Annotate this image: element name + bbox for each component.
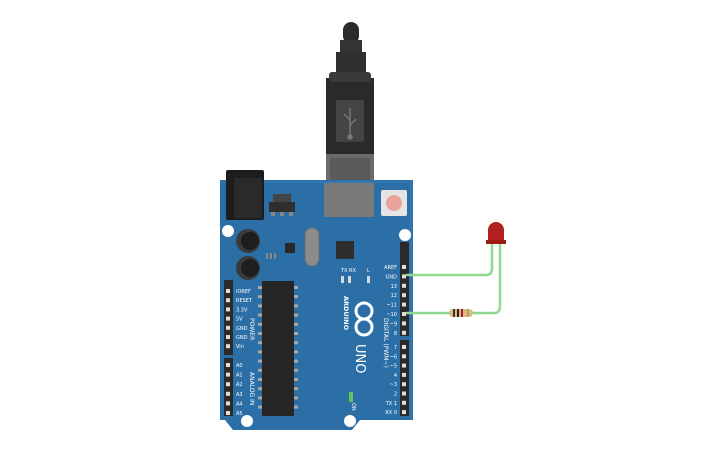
- pin-label: GND: [236, 335, 248, 341]
- red-led[interactable]: [486, 222, 506, 244]
- header-pin[interactable]: [226, 363, 230, 367]
- pin-label: ~9: [390, 321, 397, 327]
- mounting-hole: [241, 415, 253, 427]
- pin-label: 2: [394, 392, 397, 398]
- header-pin[interactable]: [402, 400, 406, 405]
- header-pin[interactable]: [402, 283, 406, 288]
- pin-label: ~3: [390, 382, 397, 388]
- svg-text:POWER: POWER: [248, 318, 255, 340]
- header-pin[interactable]: [402, 274, 406, 279]
- header-pin[interactable]: [226, 382, 230, 387]
- pin-label: RX 0: [385, 410, 397, 416]
- pin-label: A1: [236, 373, 243, 379]
- header-pin[interactable]: [402, 265, 406, 269]
- header-pin[interactable]: [402, 302, 406, 307]
- header-pin[interactable]: [226, 298, 230, 303]
- header-pin[interactable]: [226, 307, 230, 312]
- pin-label: 8: [394, 331, 397, 337]
- microcontroller-chip: [258, 281, 298, 416]
- header-pin[interactable]: [226, 391, 230, 396]
- tx-led: TX: [340, 268, 348, 283]
- digital-header-bottom[interactable]: 7 ~6 ~5 4 ~3 2 TX 1 RX 0: [385, 340, 409, 416]
- header-pin[interactable]: [402, 410, 406, 415]
- pin-label: 4: [394, 373, 397, 379]
- wire-gnd[interactable]: [406, 242, 494, 277]
- pin-label: 12: [391, 293, 397, 299]
- header-pin[interactable]: [402, 354, 406, 359]
- power-jack: [226, 170, 264, 220]
- header-pin[interactable]: [402, 312, 406, 316]
- pin-label: ~6: [390, 354, 397, 360]
- header-pin[interactable]: [402, 382, 406, 387]
- mounting-hole: [344, 415, 356, 427]
- usb-chip: [336, 241, 354, 259]
- pin-label: Vin: [236, 344, 244, 350]
- header-pin[interactable]: [402, 372, 406, 377]
- pin-label: ~5: [390, 364, 397, 370]
- pin-label: AREF: [384, 265, 397, 271]
- header-pin[interactable]: [402, 330, 406, 335]
- header-pin[interactable]: [402, 391, 406, 396]
- header-pin[interactable]: [226, 372, 230, 377]
- capacitor: [236, 256, 260, 280]
- svg-text:TX: TX: [340, 268, 348, 274]
- pin-label: A4: [236, 401, 243, 407]
- header-pin[interactable]: [226, 316, 230, 321]
- header-pin[interactable]: [226, 335, 230, 339]
- model-text: UNO: [352, 344, 367, 373]
- wire-pin10[interactable]: [406, 242, 502, 315]
- crystal-oscillator: [304, 227, 320, 267]
- svg-text:ON: ON: [350, 403, 356, 411]
- usb-port: [324, 183, 374, 217]
- header-pin[interactable]: [402, 293, 406, 298]
- pin-label: 5V: [236, 317, 243, 323]
- pin-label: ~11: [386, 303, 397, 309]
- pin-label: A0: [236, 363, 243, 369]
- diode: [285, 243, 295, 253]
- power-header[interactable]: IOREF RESET 3.3V 5V GND GND Vin POWER: [224, 280, 255, 355]
- reset-button[interactable]: [381, 190, 407, 216]
- pin-label: GND: [386, 274, 398, 280]
- resistor-array: [266, 253, 276, 259]
- digital-header-top[interactable]: AREF GND 13 12 ~11 ~10 ~9 8: [384, 242, 409, 337]
- pin-label: A2: [236, 382, 243, 388]
- svg-text:L: L: [367, 268, 370, 274]
- mounting-hole: [399, 229, 411, 241]
- pin-label: IOREF: [236, 289, 251, 295]
- resistor[interactable]: [449, 309, 473, 317]
- pin-label: GND: [236, 326, 248, 332]
- header-pin[interactable]: [402, 363, 406, 368]
- pin-label: 7: [394, 345, 397, 351]
- header-pin[interactable]: [226, 344, 230, 349]
- brand-text: ARDUINO: [342, 296, 350, 331]
- capacitor: [236, 229, 260, 253]
- header-pin[interactable]: [226, 325, 230, 330]
- rx-led: RX: [348, 268, 356, 283]
- header-pin[interactable]: [226, 289, 230, 293]
- arduino-board[interactable]: TX RX L ARDUINO UNO ON IOREF: [220, 170, 413, 430]
- voltage-regulator: [269, 194, 295, 216]
- header-pin[interactable]: [402, 345, 406, 349]
- svg-text:ANALOG IN: ANALOG IN: [248, 372, 255, 405]
- header-pin[interactable]: [226, 411, 230, 415]
- pin-label: A5: [236, 411, 243, 417]
- header-pin[interactable]: [226, 401, 230, 406]
- pin-label: ~10: [386, 312, 397, 318]
- pin-label: A3: [236, 392, 243, 398]
- l-led: L: [367, 268, 370, 283]
- digital-header-label: DIGITAL (PWM~): [382, 318, 389, 368]
- pin-label: 13: [391, 284, 397, 290]
- usb-logo-icon: [343, 108, 357, 140]
- pin-label: 3.3V: [236, 307, 248, 313]
- svg-text:RX: RX: [349, 268, 356, 274]
- arduino-logo-icon: [354, 301, 374, 337]
- pin-label: RESET: [236, 298, 253, 304]
- mounting-hole: [222, 225, 234, 237]
- on-led: ON: [349, 392, 356, 411]
- header-pin[interactable]: [402, 321, 406, 326]
- pin-label: TX 1: [385, 401, 397, 407]
